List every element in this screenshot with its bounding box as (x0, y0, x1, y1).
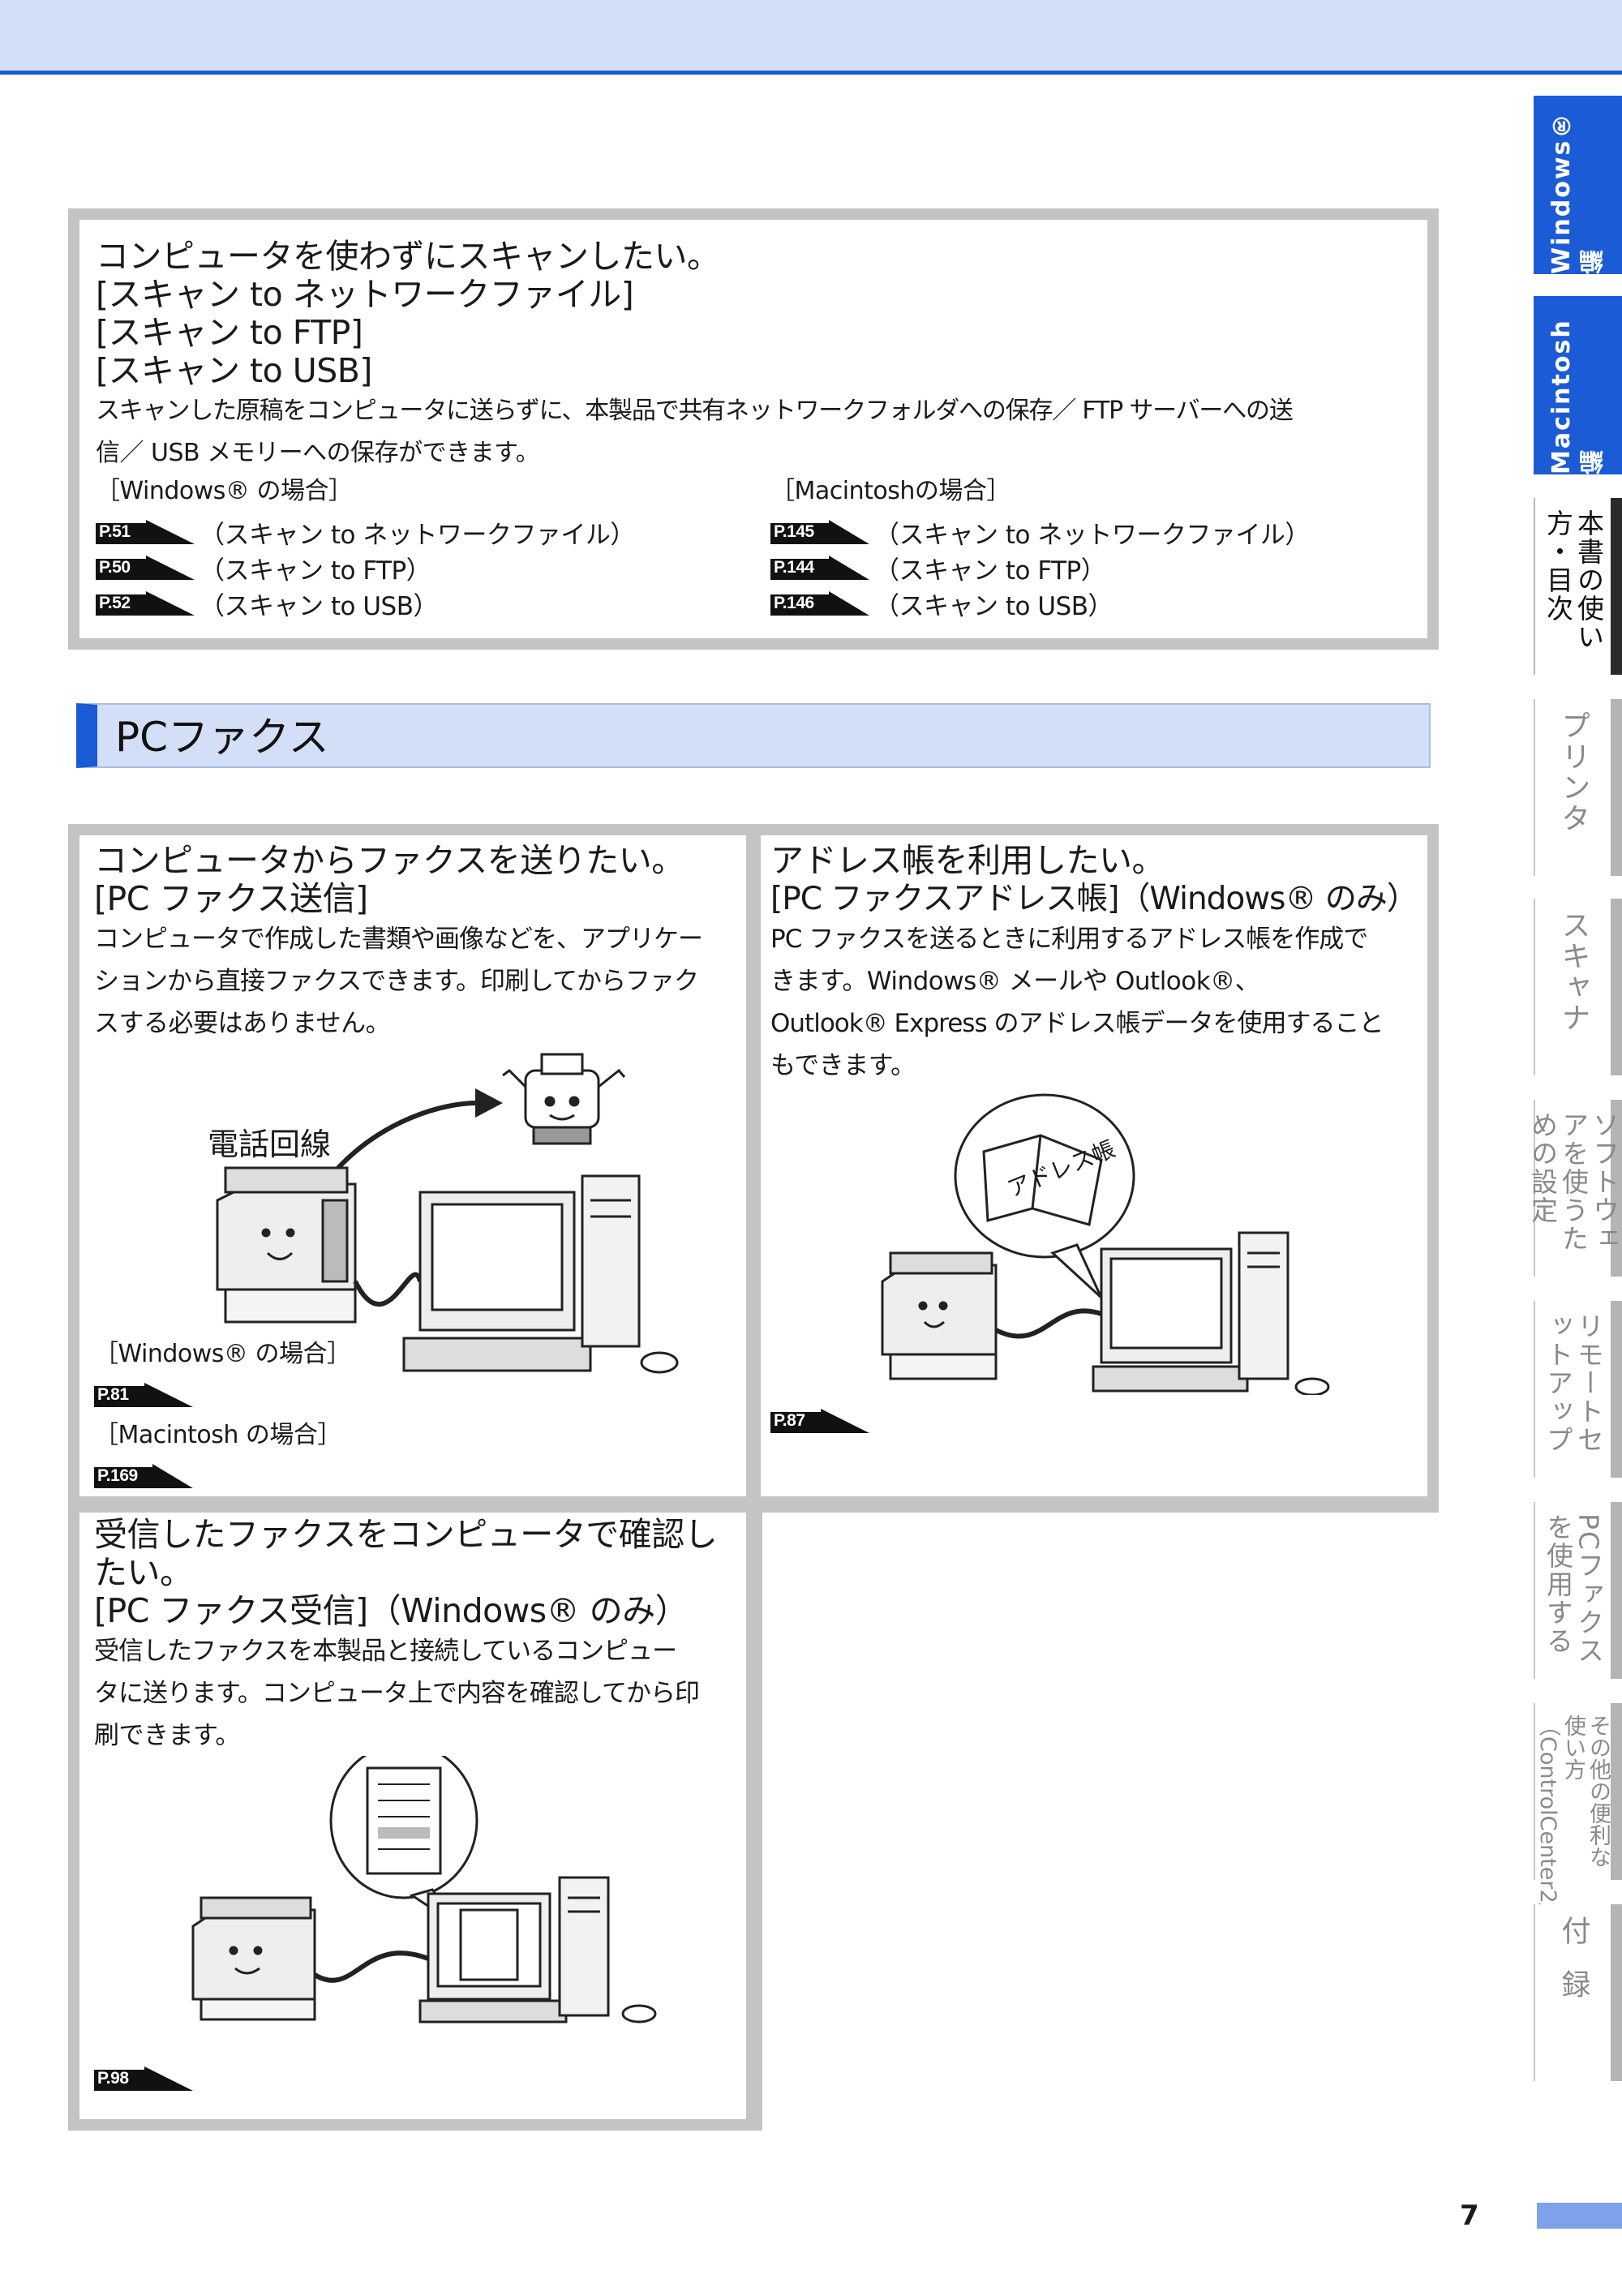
address-book-title-1: アドレス帳を利用したい。 (770, 841, 1165, 880)
fax-receive-body-3: 刷できます。 (94, 1721, 240, 1750)
fax-send-body-2: ションから直接ファクスできます。印刷してからファク (94, 967, 699, 996)
tab-windows[interactable]: Windows® 編 (1534, 96, 1622, 274)
ref-p146[interactable]: P.146 （スキャン to USB） (770, 586, 1310, 621)
fax-receive-title-3: [PC ファクス受信]（Windows® のみ） (94, 1591, 689, 1630)
scan-without-computer-box: コンピュータを使わずにスキャンしたい。 [スキャン to ネットワークファイル]… (68, 208, 1439, 650)
page-ref-tag: P.98 (94, 2066, 193, 2091)
fax-receive-illustration (185, 1756, 704, 2023)
tab-appendix[interactable]: 付録 (1534, 1904, 1622, 2081)
header-band (0, 0, 1622, 75)
address-book-body-1: PC ファクスを送るときに利用するアドレス帳を作成で (770, 925, 1368, 954)
page-number: 7 (1460, 2199, 1479, 2232)
fax-receive-body-1: 受信したファクスを本製品と接続しているコンピュー (94, 1637, 677, 1666)
ref-p50[interactable]: P.50 （スキャン to FTP） (96, 550, 635, 586)
tab-other-features[interactable]: その他の便利な使い方（ControlCenter2/3） (1534, 1703, 1622, 1946)
scan-box-body-1: スキャンした原稿をコンピュータに送らずに、本製品で共有ネットワークフォルダへの保… (96, 397, 1294, 425)
tab-software-settings-label: ソフトウェアを使うための設定 (1526, 1111, 1620, 1253)
page-ref-tag: P.51 (96, 520, 195, 544)
tab-macintosh-label: Macintosh 編 (1547, 319, 1608, 474)
tab-macintosh[interactable]: Macintosh 編 (1534, 296, 1622, 474)
ref-p81[interactable]: P.81 (94, 1377, 350, 1413)
tab-pc-fax-label: PCファクスを使用する (1542, 1513, 1605, 1665)
tab-printer-label: プリンタ (1556, 710, 1590, 834)
scan-box-body-2: 信／ USB メモリーへの保存ができます。 (96, 439, 540, 467)
address-book-body-3: Outlook® Express のアドレス帳データを使用すること (770, 1009, 1384, 1038)
section-title: PCファクス (115, 714, 329, 761)
scan-box-title-3: [スキャン to FTP] (96, 313, 363, 352)
page-ref-tag: P.87 (770, 1409, 869, 1433)
fax-send-windows-heading: ［Windows® の場合］ (94, 1340, 351, 1368)
fax-receive-cell: 受信したファクスをコンピュータで確認し たい。 [PC ファクス受信]（Wind… (79, 1513, 746, 2119)
tab-scanner[interactable]: スキャナ (1534, 899, 1622, 1075)
page-ref-tag: P.145 (770, 520, 869, 544)
tab-scanner-label: スキャナ (1556, 910, 1590, 1033)
fax-send-illustration: 電話回線 (201, 1038, 704, 1379)
page-ref-tag: P.81 (94, 1383, 193, 1407)
fax-receive-body-2: タに送ります。コンピュータ上で内容を確認してから印 (94, 1679, 700, 1708)
page-number-bar (1537, 2203, 1622, 2229)
scan-box-title-1: コンピュータを使わずにスキャンしたい。 (96, 237, 720, 276)
address-book-title-2: [PC ファクスアドレス帳]（Windows® のみ） (770, 881, 1418, 917)
address-book-cell: アドレス帳を利用したい。 [PC ファクスアドレス帳]（Windows® のみ）… (761, 835, 1427, 1496)
tab-other-features-label: その他の便利な使い方（ControlCenter2/3） (1535, 1714, 1611, 1946)
scan-mac-refs: ［Macintoshの場合］ P.145 （スキャン to ネットワークファイル… (770, 475, 1310, 621)
ref-p98[interactable]: P.98 (94, 2061, 198, 2096)
tab-appendix-label: 付録 (1556, 1916, 1590, 2023)
phone-line-label: 電話回線 (208, 1127, 332, 1162)
page-ref-tag: P.146 (770, 591, 869, 616)
tab-how-to-use-label: 本書の使い方・目次 (1542, 509, 1605, 651)
ref-p87[interactable]: P.87 (770, 1403, 874, 1439)
fax-send-title-1: コンピュータからファクスを送りたい。 (94, 841, 684, 880)
ref-p52[interactable]: P.52 （スキャン to USB） (96, 586, 635, 621)
page-ref-tag: P.50 (96, 556, 195, 580)
section-header-pc-fax: PCファクス (76, 703, 1431, 768)
fax-send-cell: コンピュータからファクスを送りたい。 [PC ファクス送信] コンピュータで作成… (79, 835, 746, 1496)
scan-mac-heading: ［Macintoshの場合］ (770, 477, 1011, 505)
scan-box-title-4: [スキャン to USB] (96, 351, 372, 390)
fax-receive-title-2: たい。 (94, 1553, 193, 1592)
fax-send-body-1: コンピュータで作成した書類や画像などを、アプリケー (94, 925, 703, 954)
ref-p144[interactable]: P.144 （スキャン to FTP） (770, 550, 1310, 586)
tab-software-settings[interactable]: ソフトウェアを使うための設定 (1527, 1100, 1622, 1277)
scan-box-title-2: [スキャン to ネットワークファイル] (96, 275, 634, 314)
scan-windows-heading: ［Windows® の場合］ (96, 477, 353, 505)
tab-windows-label: Windows® 編 (1547, 109, 1608, 274)
tab-remote-setup-label: リモートセットアップ (1542, 1312, 1605, 1454)
fax-send-mac-heading: ［Macintosh の場合］ (94, 1421, 341, 1449)
address-book-body-4: もできます。 (770, 1051, 916, 1080)
scan-box-content: コンピュータを使わずにスキャンしたい。 [スキャン to ネットワークファイル]… (79, 220, 1427, 638)
tab-how-to-use[interactable]: 本書の使い方・目次 (1534, 498, 1622, 675)
fax-send-body-3: スする必要はありません。 (94, 1009, 391, 1038)
tab-printer[interactable]: プリンタ (1534, 699, 1622, 876)
page-ref-tag: P.169 (94, 1464, 193, 1488)
page-ref-tag: P.144 (770, 556, 869, 580)
tab-remote-setup[interactable]: リモートセットアップ (1534, 1301, 1622, 1478)
ref-p145[interactable]: P.145 （スキャン to ネットワークファイル） (770, 514, 1310, 550)
page-ref-tag: P.52 (96, 591, 195, 616)
ref-p169[interactable]: P.169 (94, 1458, 350, 1494)
ref-p51[interactable]: P.51 （スキャン to ネットワークファイル） (96, 514, 635, 550)
address-book-illustration: アドレス帳 (858, 1087, 1345, 1395)
fax-receive-title-1: 受信したファクスをコンピュータで確認し (94, 1515, 718, 1554)
address-book-body-2: きます。Windows® メールや Outlook®、 (770, 967, 1260, 996)
tab-pc-fax[interactable]: PCファクスを使用する (1534, 1502, 1622, 1679)
fax-send-title-2: [PC ファクス送信] (94, 879, 368, 918)
scan-windows-refs: ［Windows® の場合］ P.51 （スキャン to ネットワークファイル）… (96, 475, 635, 621)
